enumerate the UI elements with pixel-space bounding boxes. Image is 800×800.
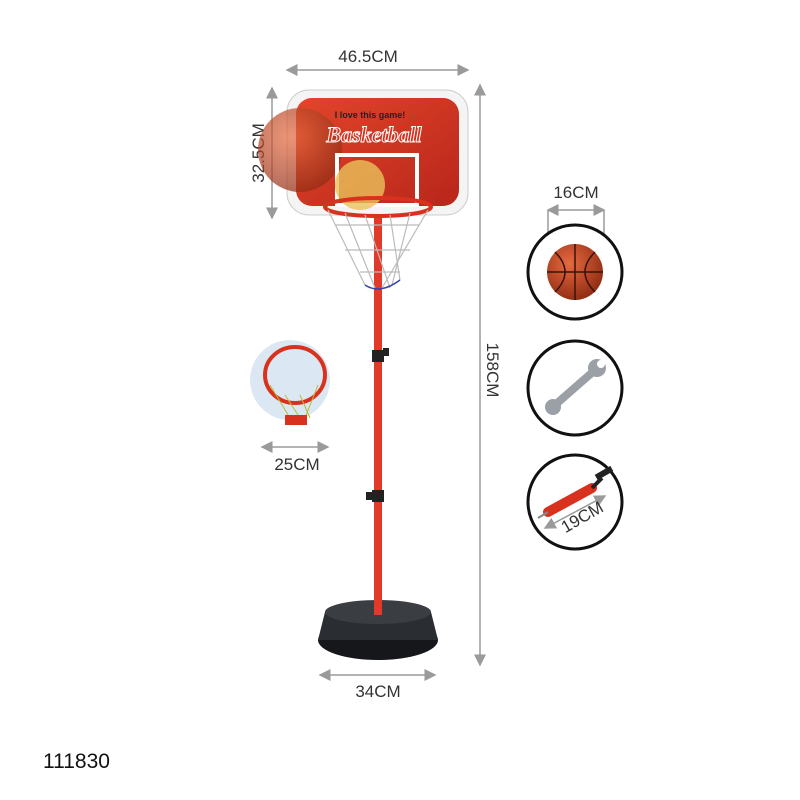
wrench-icon xyxy=(526,339,624,437)
backboard-title: Basketball xyxy=(325,122,422,147)
hoop-net xyxy=(323,196,433,290)
pump-icon: 19CM xyxy=(526,453,624,551)
product-code: 111830 xyxy=(43,750,110,773)
label-ball: 16CM xyxy=(553,183,598,202)
pole xyxy=(374,210,382,615)
label-base-width: 34CM xyxy=(355,682,400,701)
label-backboard-width: 46.5CM xyxy=(338,47,398,66)
label-hoop: 25CM xyxy=(274,455,319,474)
hoop-inset xyxy=(250,340,330,425)
label-total-height: 158CM xyxy=(483,343,502,398)
backboard-slogan: I love this game! xyxy=(335,110,406,120)
ball-icon xyxy=(526,223,624,321)
backboard: I love this game! Basketball xyxy=(258,89,469,216)
